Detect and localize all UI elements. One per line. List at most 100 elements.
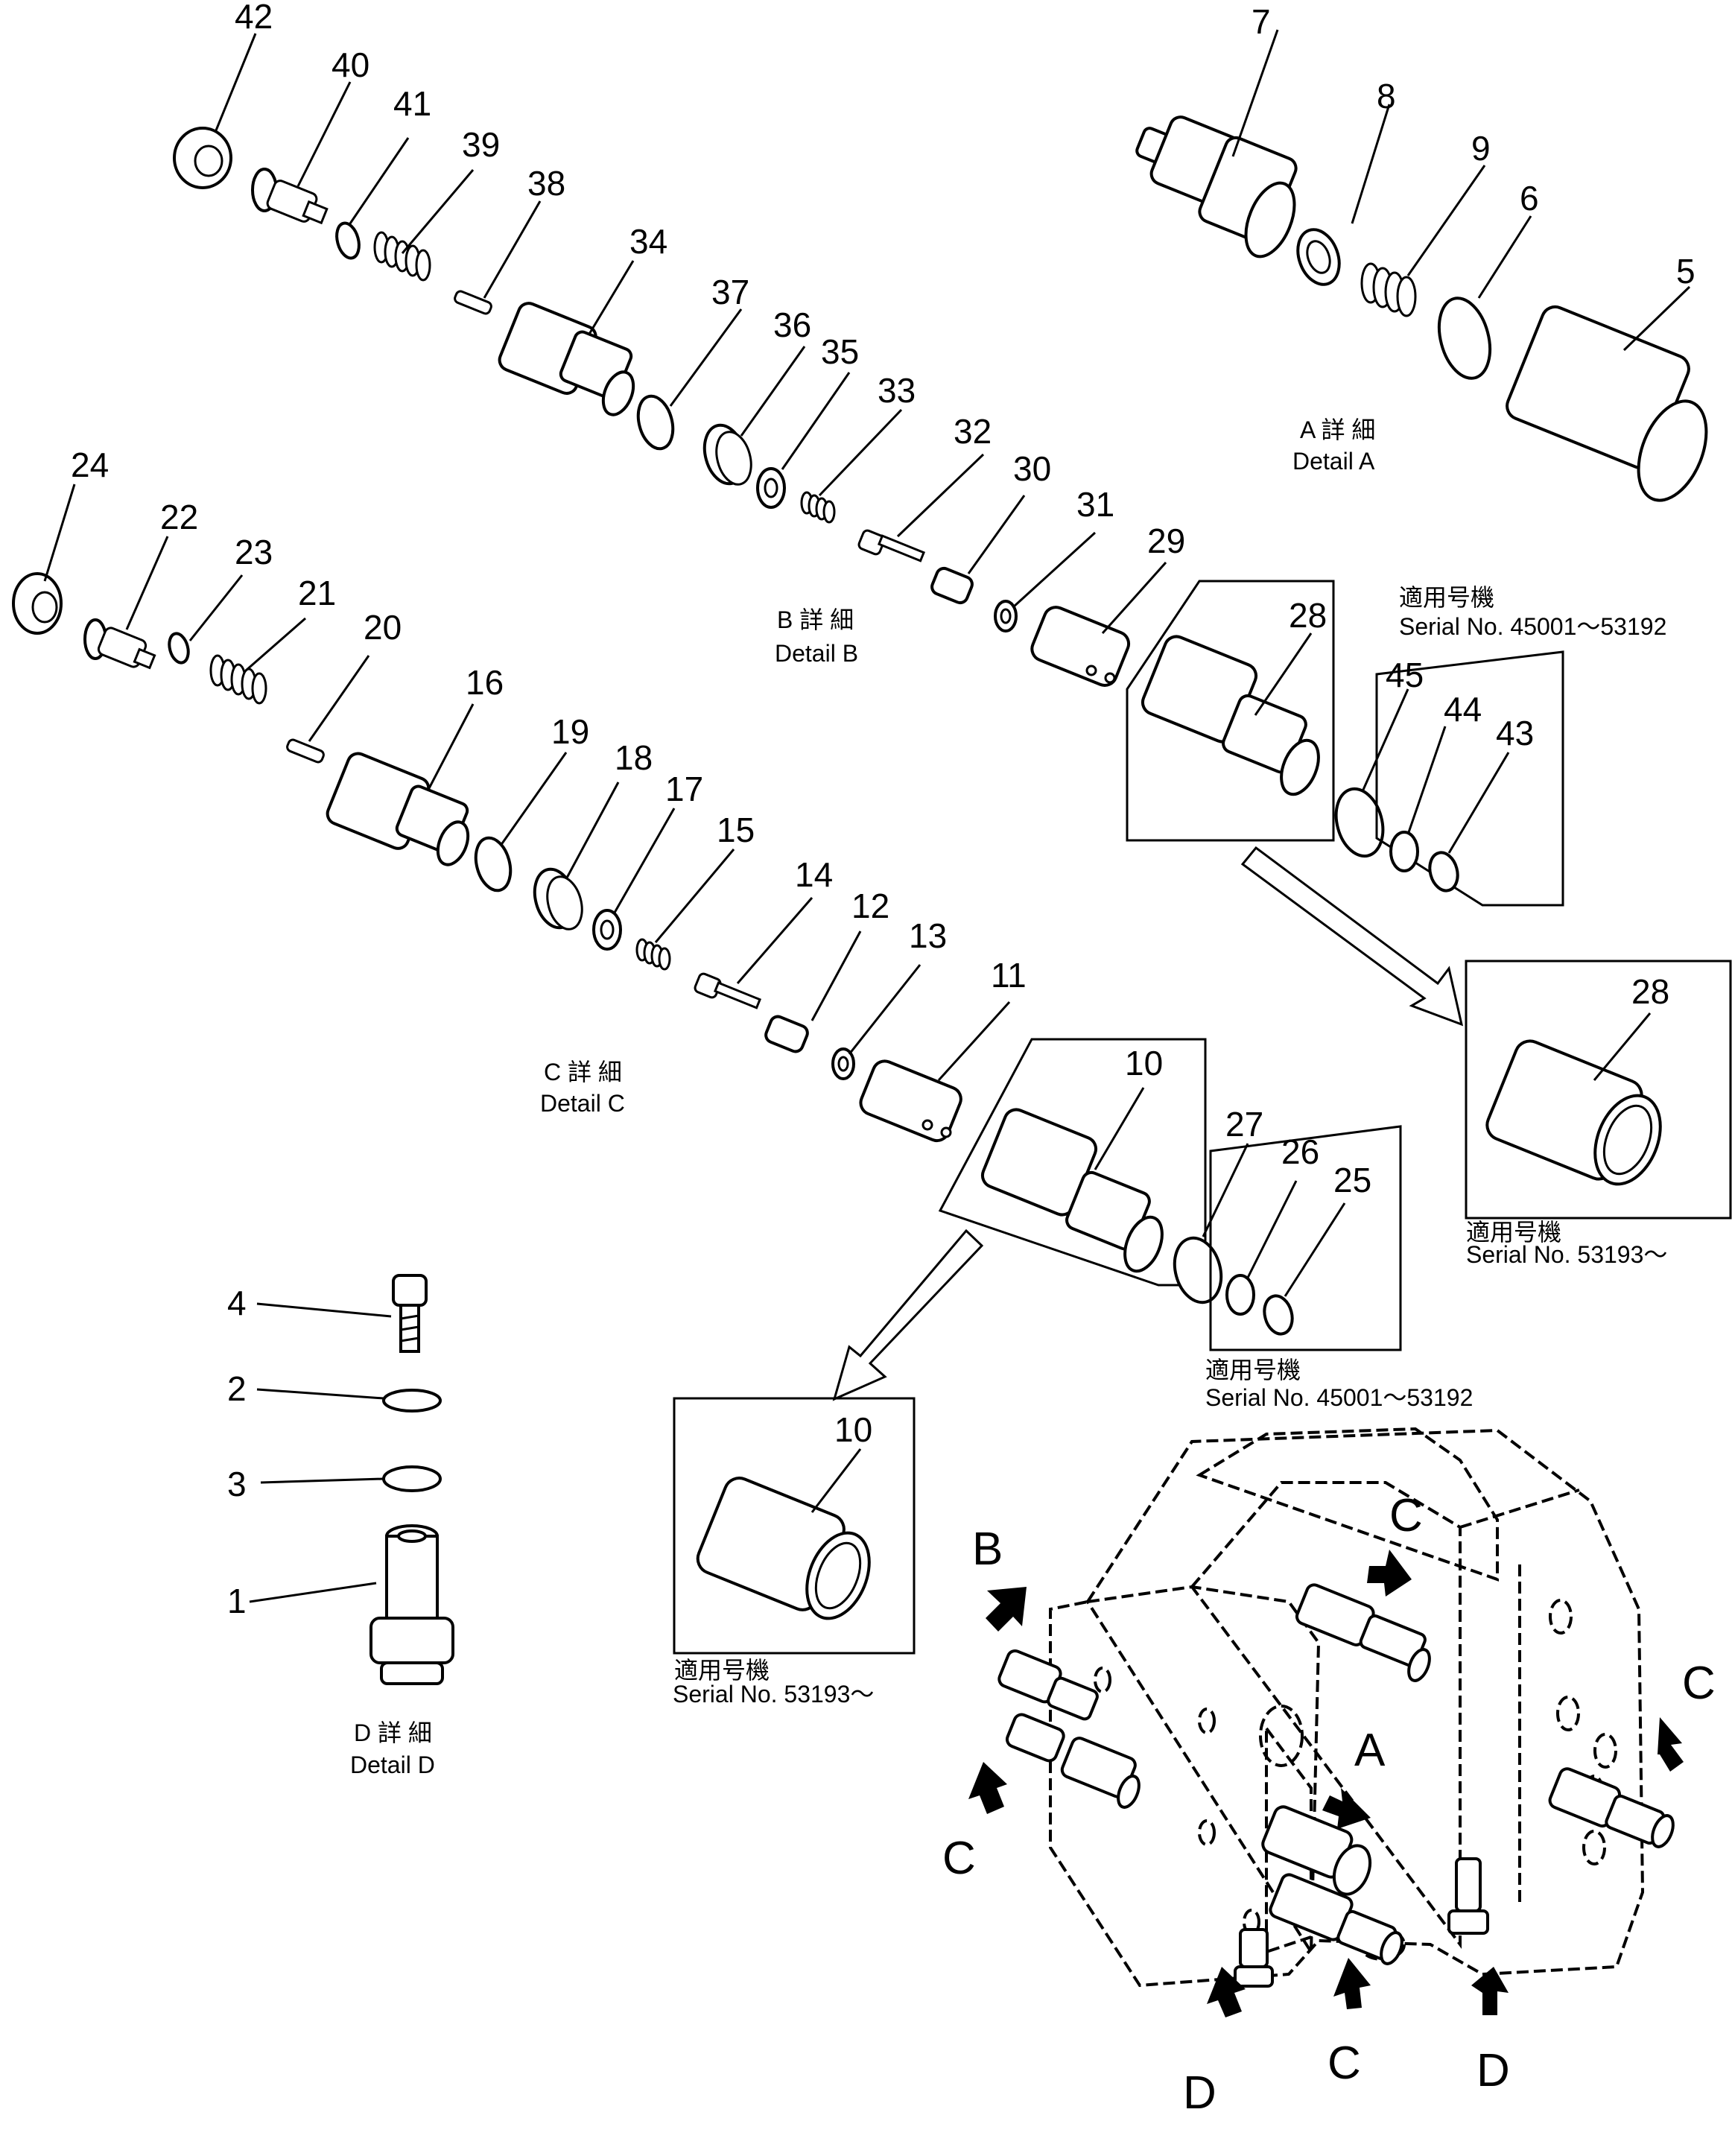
serial-box-c2	[1209, 1125, 1402, 1351]
detail-c-label-en: Detail C	[540, 1090, 625, 1117]
callout-1: 1	[227, 1582, 247, 1620]
callout-24: 24	[71, 446, 109, 484]
view-letter-c-left: C	[942, 1833, 976, 1884]
detail-c: 24 22 23 21 20 16 19 18 17 15 14 12 13 1…	[12, 446, 1473, 1411]
part-16-valve-body	[326, 752, 470, 866]
callout-13: 13	[909, 916, 947, 955]
callout-35: 35	[821, 332, 859, 371]
assembly-valve-a	[1261, 1805, 1372, 1896]
part-42-cap	[173, 127, 232, 189]
serial-box-b	[1126, 580, 1335, 842]
callout-32: 32	[954, 412, 992, 451]
callout-11: 11	[991, 956, 1027, 995]
detail-a-label-en: Detail A	[1292, 448, 1375, 475]
view-arrow-c-left	[968, 1762, 1007, 1814]
serial-1-en: Serial No. 45001～53192	[1399, 613, 1666, 640]
serial-2-en: Serial No. 53193～	[1466, 1241, 1667, 1268]
part-45-o-ring	[1334, 787, 1385, 858]
callout-8: 8	[1377, 77, 1396, 115]
assembly-valve-c-left	[1005, 1713, 1141, 1809]
callout-37: 37	[711, 273, 749, 311]
callout-7: 7	[1252, 2, 1271, 41]
assembly-valve-c-top	[1295, 1583, 1431, 1682]
assembly-valve-b	[997, 1649, 1099, 1721]
callout-20: 20	[364, 608, 402, 647]
view-arrow-b	[986, 1587, 1027, 1632]
part-26-washer	[1225, 1274, 1255, 1316]
view-arrow-c-bottom	[1333, 1958, 1371, 2009]
callout-30: 30	[1013, 449, 1051, 488]
part-10-valve-body	[980, 1108, 1164, 1273]
serial-3-en: Serial No. 45001～53192	[1205, 1384, 1473, 1411]
callout-38: 38	[527, 164, 565, 203]
part-30-seat	[930, 566, 974, 605]
callout-18: 18	[615, 738, 653, 777]
callout-34: 34	[629, 222, 667, 261]
view-arrow-c-right	[1658, 1717, 1684, 1772]
part-20-poppet	[286, 738, 325, 764]
view-letter-d-right: D	[1476, 2045, 1510, 2096]
detail-b: 42 40 41 39 38 34 37 36 35 33 32 30 31 2…	[173, 0, 1666, 907]
view-letter-c-bottom: C	[1327, 2038, 1361, 2089]
callout-26: 26	[1281, 1132, 1319, 1171]
callout-41: 41	[393, 84, 431, 123]
detail-d-label-en: Detail D	[350, 1751, 435, 1778]
view-letter-a: A	[1354, 1725, 1386, 1776]
callout-28: 28	[1289, 596, 1327, 635]
callout-5: 5	[1676, 252, 1695, 291]
part-22-adjuster	[83, 618, 156, 670]
part-24-cap	[12, 572, 63, 635]
part-25-o-ring	[1263, 1294, 1294, 1336]
callout-43: 43	[1496, 714, 1534, 752]
arrow-to-28-new	[1240, 846, 1464, 1027]
view-letter-b: B	[972, 1524, 1003, 1575]
detail-b-label-jp: B 詳 細	[777, 606, 854, 633]
part-28-new	[1485, 1039, 1662, 1186]
part-43-o-ring	[1428, 851, 1459, 892]
callout-45: 45	[1386, 656, 1424, 694]
part-44-washer	[1389, 831, 1419, 872]
callout-3: 3	[227, 1465, 247, 1503]
assembly-union-d-right	[1447, 1857, 1489, 1935]
serial-4-jp: 適用号機	[674, 1657, 770, 1684]
part-32-pin	[857, 529, 926, 562]
view-letter-c-top: C	[1389, 1490, 1423, 1541]
part-28-valve-body	[1141, 635, 1320, 796]
callout-39: 39	[462, 125, 500, 164]
callout-42: 42	[235, 0, 273, 36]
part-2-o-ring	[382, 1389, 442, 1413]
callout-9: 9	[1471, 129, 1491, 168]
callout-15: 15	[717, 811, 755, 849]
part-34-valve-body	[498, 302, 635, 416]
part-39-spring	[373, 231, 431, 282]
callout-22: 22	[160, 498, 198, 536]
callout-6: 6	[1520, 179, 1539, 218]
part-23-o-ring	[168, 632, 190, 665]
callout-14: 14	[795, 855, 833, 894]
callout-44: 44	[1444, 690, 1482, 729]
callout-23: 23	[235, 533, 273, 571]
part-7-valve-stem	[1135, 115, 1298, 259]
serial-3-jp: 適用号機	[1205, 1357, 1301, 1383]
part-29-sleeve	[1030, 606, 1131, 687]
arrow-to-10-new	[832, 1228, 984, 1401]
callout-16: 16	[466, 663, 504, 702]
view-letter-c-right: C	[1682, 1658, 1716, 1709]
part-15-spring	[635, 938, 671, 971]
part-38-poppet	[454, 290, 492, 315]
detail-a: 7 8 9 6 5 A 詳 細 Detail A	[1135, 2, 1708, 502]
callout-17: 17	[665, 770, 703, 808]
callout-40: 40	[332, 45, 369, 84]
part-10-new	[696, 1477, 871, 1620]
callout-2: 2	[227, 1369, 247, 1408]
assembly-valve-c-bottom	[1269, 1873, 1403, 1965]
part-33-spring	[800, 491, 836, 524]
part-12-seat	[764, 1015, 809, 1053]
callout-28-new: 28	[1631, 972, 1669, 1011]
part-40-adjuster	[251, 168, 329, 225]
part-6-o-ring	[1437, 297, 1492, 380]
part-11-sleeve	[859, 1059, 962, 1143]
callout-12: 12	[851, 887, 889, 925]
assembly-valve-c-right	[1548, 1767, 1675, 1848]
